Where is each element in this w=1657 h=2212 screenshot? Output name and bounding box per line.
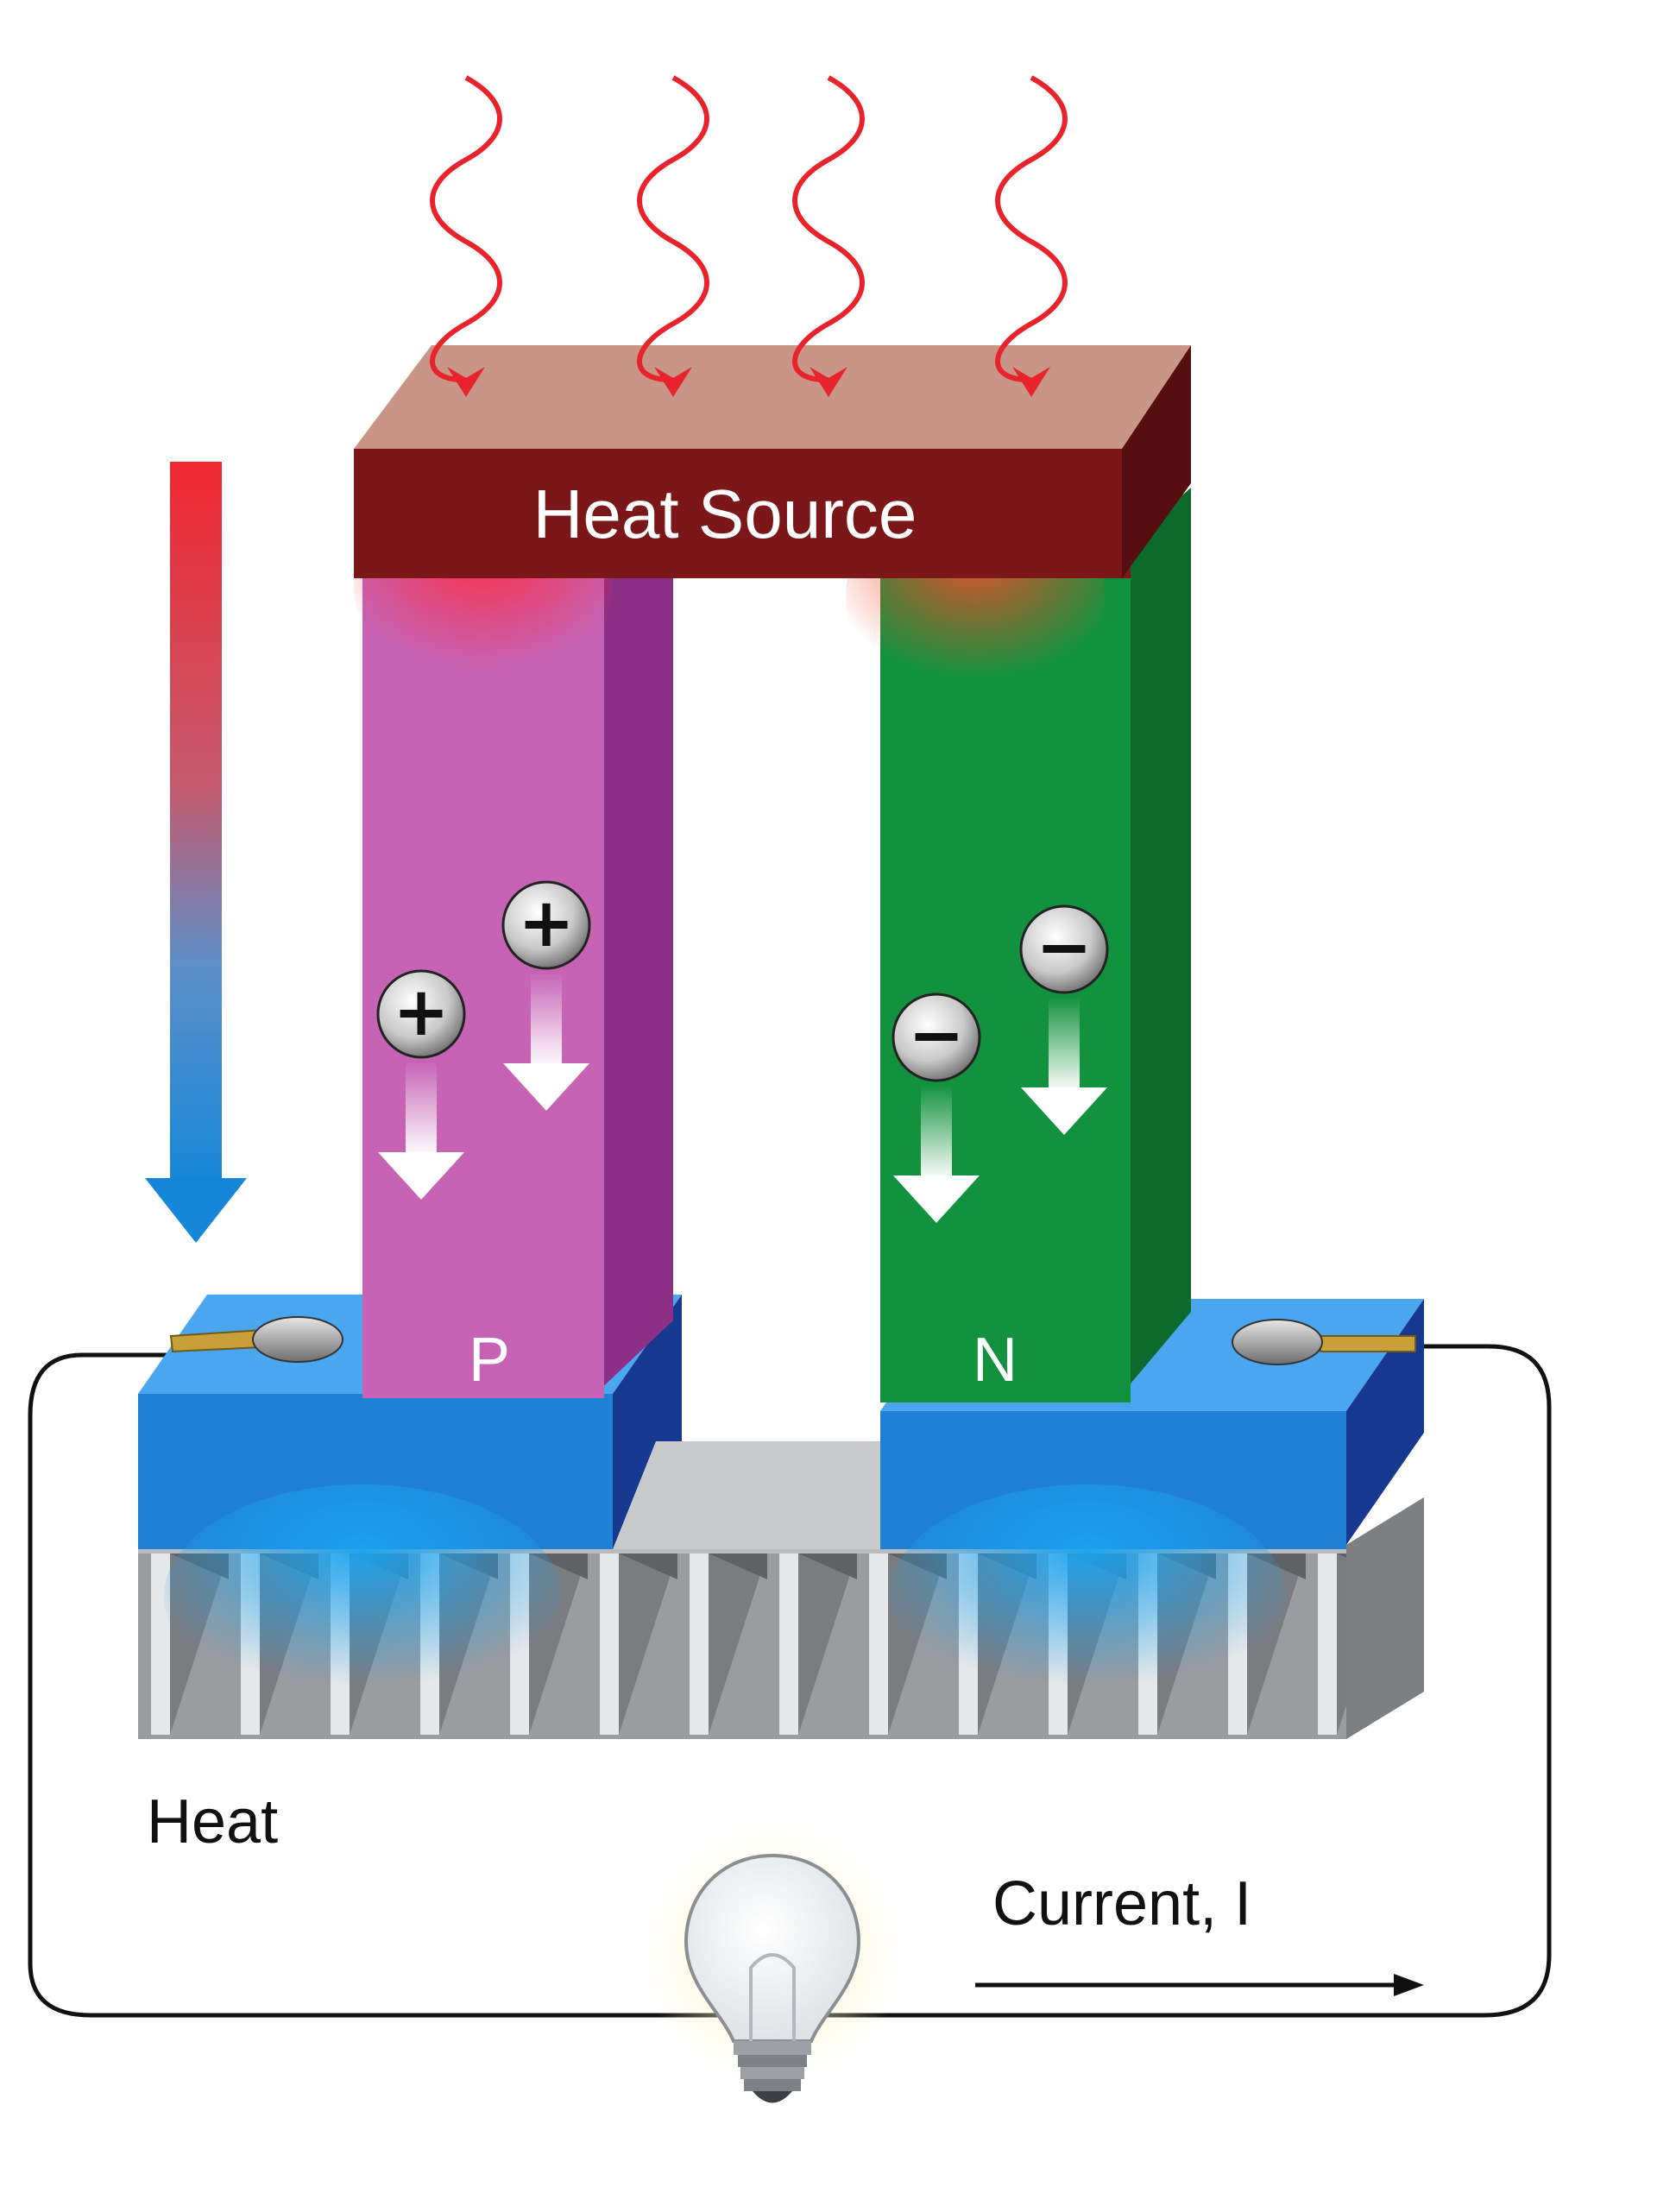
carrier-flow-arrow [378, 1062, 464, 1200]
light-bulb-icon [643, 1825, 902, 2103]
charge-symbol: + [518, 885, 574, 962]
heat-waves [430, 75, 1068, 397]
heat-sink-fin [779, 1553, 857, 1735]
heat-wave-arrow [430, 75, 502, 397]
cold-glow-right [889, 1484, 1286, 1709]
heat-sink-fin [690, 1553, 767, 1735]
center-bridge [613, 1441, 915, 1549]
current-label: Current, I [992, 1869, 1251, 1938]
charge-carriers: + + −− [376, 880, 1109, 1223]
heat-wave-arrow [792, 75, 865, 397]
carrier-flow-arrow [893, 1085, 980, 1223]
carrier-flow-arrow [1021, 997, 1107, 1135]
heat-sink-fin [600, 1553, 677, 1735]
contact-right [1232, 1319, 1416, 1365]
n-label: N [973, 1326, 1018, 1395]
hole-carrier: + [501, 880, 591, 1111]
cold-glow-left [164, 1484, 561, 1709]
p-label: P [469, 1326, 510, 1395]
charge-symbol: + [393, 974, 449, 1051]
heat-source-block [354, 345, 1191, 578]
heat-wave-arrow [995, 75, 1068, 397]
carrier-flow-arrow [503, 973, 589, 1111]
current-direction-arrow [975, 1974, 1424, 1996]
heat-wave-arrow [637, 75, 709, 397]
electron-carrier: − [892, 993, 981, 1223]
n-type-leg [846, 488, 1191, 1402]
heat-source-label: Heat Source [533, 476, 917, 552]
hole-carrier: + [376, 969, 466, 1200]
circuit-wire [28, 1344, 1552, 2018]
contact-left [169, 1316, 343, 1363]
electron-carrier: − [1019, 904, 1109, 1135]
charge-symbol: − [908, 997, 964, 1074]
charge-symbol: − [1036, 909, 1092, 986]
temperature-gradient-arrow [145, 462, 247, 1243]
heat-label: Heat [147, 1787, 278, 1856]
